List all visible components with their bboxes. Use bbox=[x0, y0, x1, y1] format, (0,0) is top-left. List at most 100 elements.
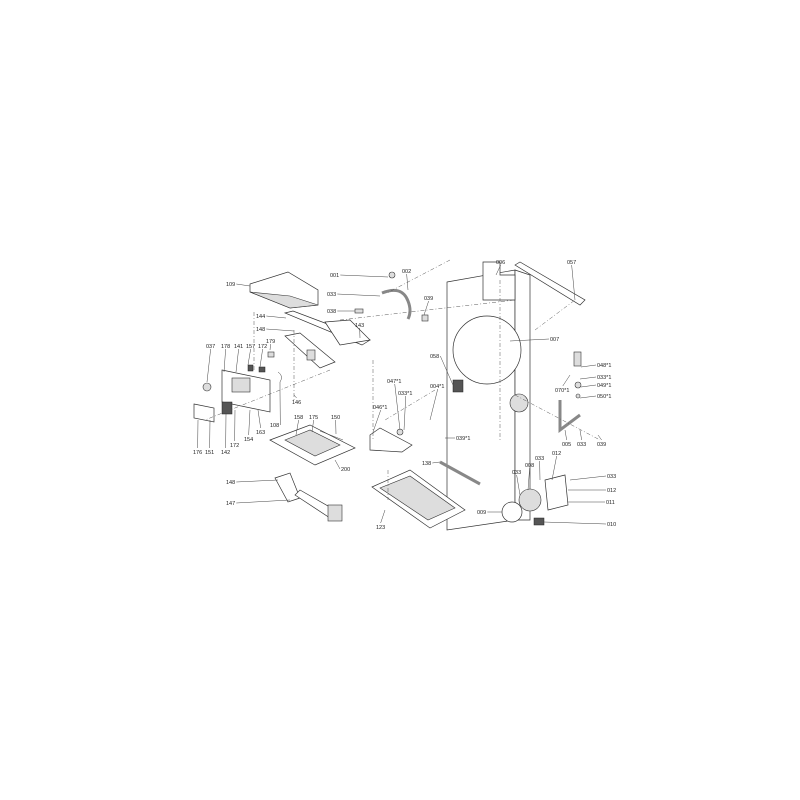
part-number-label: 037 bbox=[206, 344, 215, 350]
part-number-label: 002 bbox=[402, 269, 411, 275]
part-number-label: 151 bbox=[205, 450, 214, 456]
callout-142: 142 bbox=[221, 413, 230, 456]
part-number-label: 006 bbox=[496, 260, 505, 266]
part-number-label: 154 bbox=[244, 437, 253, 443]
part-038-clip bbox=[354, 308, 364, 314]
part-number-label: 047*1 bbox=[387, 379, 401, 385]
part-number-label: 144 bbox=[256, 314, 265, 320]
part-011-pump-head bbox=[544, 474, 569, 511]
callout-038: 038 bbox=[327, 309, 355, 315]
callout-048-star1: 048*1 bbox=[580, 363, 611, 369]
part-number-label: 009 bbox=[477, 510, 486, 516]
callout-039: 039 bbox=[597, 434, 606, 448]
part-172-connector bbox=[258, 366, 266, 373]
part-number-label: 038 bbox=[327, 309, 336, 315]
callout-007: 007 bbox=[509, 337, 559, 343]
leader-line bbox=[372, 409, 381, 433]
part-039-clip bbox=[421, 314, 429, 322]
leader-line bbox=[551, 455, 557, 481]
leader-line bbox=[259, 348, 263, 368]
callout-143: 143 bbox=[355, 323, 364, 339]
callout-039-star1: 039*1 bbox=[445, 436, 470, 442]
leader-line bbox=[440, 355, 454, 386]
callout-144: 144 bbox=[256, 314, 287, 320]
callout-158: 158 bbox=[294, 415, 303, 436]
part-number-label: 123 bbox=[376, 525, 385, 531]
callout-147: 147 bbox=[226, 499, 291, 507]
leader-line bbox=[311, 419, 314, 433]
callout-046-star1: 046*1 bbox=[372, 405, 387, 433]
part-143-plate bbox=[324, 319, 371, 346]
part-147-manifold bbox=[274, 472, 301, 503]
leader-line bbox=[266, 315, 287, 319]
part-006-bracket bbox=[482, 261, 516, 301]
callout-012: 012 bbox=[568, 488, 616, 494]
part-number-label: 148 bbox=[256, 327, 265, 333]
leader-line bbox=[266, 328, 295, 332]
callout-012: 012 bbox=[551, 451, 561, 481]
part-178-display bbox=[231, 377, 251, 393]
callout-172: 172 bbox=[258, 344, 267, 368]
callout-047-star1: 047*1 bbox=[387, 379, 401, 431]
callout-033: 033 bbox=[577, 429, 586, 448]
part-number-label: 039 bbox=[424, 296, 433, 302]
leader-line bbox=[509, 338, 550, 342]
part-number-label: 143 bbox=[355, 323, 364, 329]
callout-033: 033 bbox=[327, 292, 381, 298]
part-number-label: 033*1 bbox=[597, 375, 611, 381]
part-number-label: 012 bbox=[607, 488, 616, 494]
callout-049-star1: 049*1 bbox=[580, 383, 611, 389]
part-005-pipe bbox=[558, 400, 581, 433]
callout-163: 163 bbox=[256, 409, 265, 436]
callout-150: 150 bbox=[331, 415, 340, 435]
part-number-label: 141 bbox=[234, 344, 243, 350]
callout-006: 006 bbox=[495, 260, 505, 276]
leader-line bbox=[236, 283, 251, 287]
callout-146: 146 bbox=[292, 394, 301, 406]
leader-line bbox=[394, 383, 401, 431]
callout-005: 005 bbox=[562, 429, 571, 448]
leader-line bbox=[206, 348, 211, 383]
part-number-label: 012 bbox=[552, 451, 561, 457]
callout-157: 157 bbox=[246, 344, 255, 366]
leader-line bbox=[564, 429, 567, 441]
leader-line bbox=[236, 499, 291, 504]
part-007-heat-exchanger bbox=[452, 315, 522, 385]
leader-line bbox=[403, 395, 406, 431]
leader-line bbox=[293, 394, 297, 399]
part-138-pipe bbox=[439, 460, 481, 486]
part-number-label: 142 bbox=[221, 450, 230, 456]
callout-175: 175 bbox=[309, 415, 318, 433]
leader-line bbox=[235, 348, 239, 373]
part-number-label: 007 bbox=[550, 337, 559, 343]
callout-176: 176 bbox=[193, 419, 202, 456]
part-number-label: 172 bbox=[230, 443, 239, 449]
callout-154: 154 bbox=[244, 409, 253, 443]
part-number-label: 033 bbox=[577, 442, 586, 448]
leader-line bbox=[380, 509, 386, 524]
part-number-label: 057 bbox=[567, 260, 576, 266]
leader-line bbox=[543, 521, 607, 525]
part-number-label: 010 bbox=[607, 522, 616, 528]
part-158-body bbox=[284, 429, 341, 457]
callout-172: 172 bbox=[230, 409, 239, 449]
part-number-label: 178 bbox=[221, 344, 230, 350]
leader-line bbox=[334, 459, 341, 470]
leader-line bbox=[571, 264, 576, 301]
part-146-switch bbox=[306, 349, 316, 361]
leader-line bbox=[569, 475, 607, 481]
callout-050-star1: 050*1 bbox=[579, 394, 611, 400]
callout-011: 011 bbox=[568, 500, 615, 506]
leader-line bbox=[495, 264, 501, 276]
part-number-label: 008 bbox=[525, 463, 534, 469]
callout-039: 039 bbox=[423, 296, 433, 316]
parts bbox=[193, 261, 586, 531]
callout-148: 148 bbox=[226, 479, 279, 486]
part-number-label: 049*1 bbox=[597, 383, 611, 389]
part-number-label: 011 bbox=[606, 500, 615, 506]
part-number-label: 039*1 bbox=[456, 436, 470, 442]
leader-line bbox=[423, 300, 429, 316]
part-123-burner-bars bbox=[379, 475, 456, 521]
leader-line bbox=[269, 343, 271, 351]
